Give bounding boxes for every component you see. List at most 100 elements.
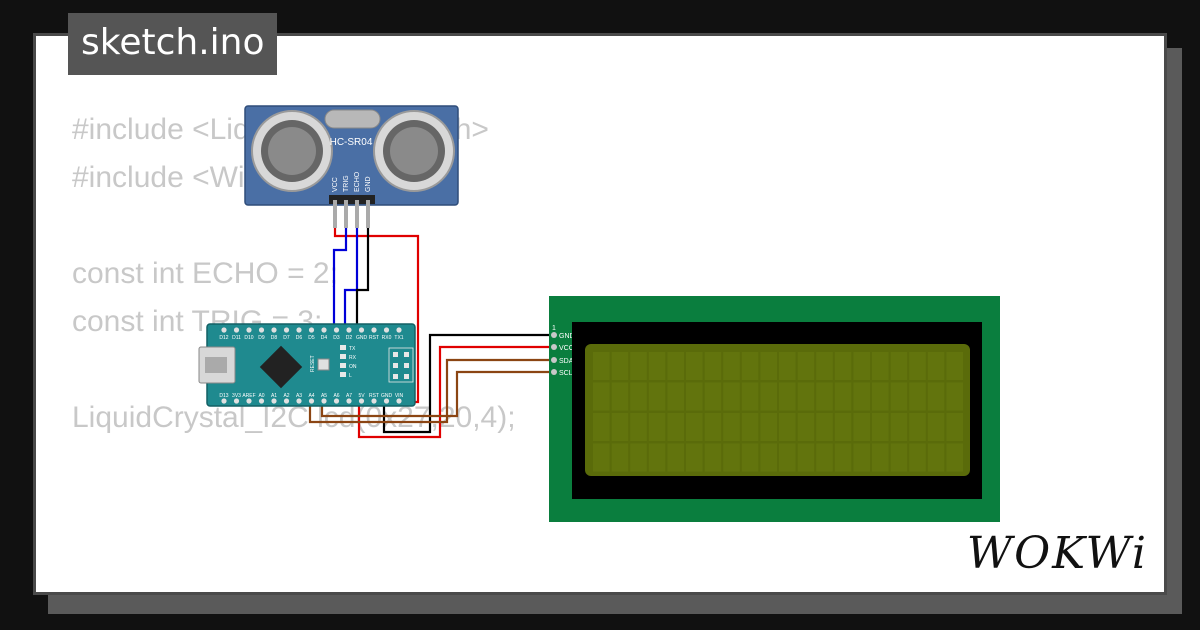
arduino-top-pin[interactable] [233, 327, 240, 333]
arduino-top-pin[interactable] [371, 327, 377, 333]
sensor-label: HC-SR04 [330, 137, 373, 148]
lcd-cell [723, 413, 740, 441]
arduino-bottom-pin-label: A1 [271, 393, 277, 399]
arduino-bottom-pin[interactable] [296, 398, 302, 404]
code-line: LiquidCrystal_I2C lcd(0x27,20,4); [72, 401, 516, 434]
lcd-display[interactable]: 1 GND VCC SDA SCL [549, 296, 1000, 522]
arduino-top-pin[interactable] [221, 327, 227, 333]
arduino-bottom-pin[interactable] [233, 398, 240, 404]
lcd-cell [927, 352, 945, 380]
arduino-top-pin-label: D9 [258, 335, 265, 341]
lcd-cell [872, 413, 889, 441]
arduino-top-pin-label: D7 [283, 335, 290, 341]
wire-trig[interactable] [332, 228, 348, 330]
lcd-cell [593, 413, 610, 441]
arduino-top-pin[interactable] [383, 327, 390, 333]
arduino-bottom-pin-label: A4 [308, 393, 314, 399]
arduino-top-pin-label: D12 [219, 335, 228, 341]
lcd-cell [704, 413, 722, 441]
lcd-cell [760, 443, 777, 472]
lcd-cell [593, 443, 610, 472]
lcd-cell [853, 352, 870, 380]
code-line: const int ECHO = 2; [72, 257, 338, 290]
lcd-cell [593, 382, 610, 411]
wire-lcd-vcc[interactable] [357, 345, 554, 439]
lcd-cell [760, 352, 777, 380]
lcd-cell [853, 382, 870, 411]
lcd-cell [927, 443, 945, 472]
lcd-cell [648, 443, 666, 472]
sensor-pin-label: VCC [332, 177, 339, 192]
wire-gnd[interactable] [355, 228, 370, 328]
wokwi-logo[interactable]: WOKWi [966, 528, 1148, 579]
arduino-top-pin[interactable] [346, 327, 352, 333]
lcd-cell [667, 443, 684, 472]
lcd-cell [723, 382, 740, 411]
lcd-cell [797, 382, 815, 411]
lcd-cell [853, 413, 870, 441]
arduino-bottom-pin[interactable] [221, 398, 227, 404]
lcd-cell [667, 382, 684, 411]
lcd-cell [816, 413, 833, 441]
lcd-cell [797, 443, 815, 472]
arduino-top-pin[interactable] [396, 327, 402, 333]
arduino-top-pin-label: D2 [346, 335, 353, 341]
lcd-cell [816, 382, 833, 411]
microcontroller-chip [259, 345, 303, 389]
arduino-top-pin[interactable] [271, 327, 277, 333]
lcd-cell [834, 413, 852, 441]
arduino-top-pin[interactable] [296, 327, 302, 333]
lcd-cell [686, 443, 703, 472]
led-label: RX [349, 355, 357, 361]
arduino-bottom-pin[interactable] [346, 398, 352, 404]
lcd-cell [927, 413, 945, 441]
arduino-bottom-pin-label: A3 [296, 393, 302, 399]
arduino-top-pin[interactable] [283, 327, 290, 333]
arduino-bottom-pin[interactable] [271, 398, 277, 404]
arduino-bottom-pin[interactable] [333, 398, 340, 404]
lcd-pin-label: SCL [559, 370, 573, 377]
arduino-top-pin[interactable] [333, 327, 340, 333]
ultrasonic-sensor[interactable]: HC-SR04 VCC TRIG ECHO GND [244, 105, 459, 228]
lcd-pin1-label: 1 [552, 325, 556, 332]
arduino-bottom-pin[interactable] [283, 398, 290, 404]
arduino-bottom-pin[interactable] [308, 398, 315, 404]
arduino-bottom-pin[interactable] [358, 398, 365, 404]
wire-lcd-sda[interactable] [308, 358, 554, 424]
arduino-top-pin[interactable] [358, 327, 365, 333]
arduino-bottom-pin[interactable] [396, 398, 402, 404]
arduino-bottom-pin[interactable] [371, 398, 377, 404]
arduino-top-pin[interactable] [308, 327, 315, 333]
wire-echo[interactable] [343, 228, 359, 330]
arduino-bottom-pin-label: A6 [333, 393, 339, 399]
lcd-cell [686, 352, 703, 380]
lcd-pin-header: GND VCC SDA SCL [551, 332, 575, 377]
lcd-cell [816, 352, 833, 380]
lcd-cell [760, 413, 777, 441]
arduino-bottom-pin[interactable] [258, 398, 265, 404]
filename-tab[interactable]: sketch.ino [68, 13, 278, 75]
lcd-cell [779, 352, 796, 380]
arduino-bottom-pin[interactable] [383, 398, 390, 404]
arduino-top-pin[interactable] [258, 327, 265, 333]
wire-lcd-scl[interactable] [320, 370, 554, 418]
arduino-bottom-pin[interactable] [246, 398, 252, 404]
lcd-cell [890, 352, 908, 380]
lcd-cell [611, 413, 629, 441]
lcd-pin-label: GND [559, 333, 575, 340]
reset-button[interactable] [317, 358, 330, 371]
arduino-bottom-pin-label: AREF [242, 393, 255, 399]
led-label: ON [349, 364, 357, 370]
arduino-top-pin[interactable] [246, 327, 252, 333]
lcd-cell [927, 382, 945, 411]
arduino-top-pin[interactable] [321, 327, 327, 333]
arduino-bottom-pin[interactable] [321, 398, 327, 404]
lcd-cell [946, 413, 963, 441]
lcd-cell [909, 443, 926, 472]
lcd-cell [704, 382, 722, 411]
led-label: TX [349, 346, 356, 352]
lcd-cell [909, 352, 926, 380]
